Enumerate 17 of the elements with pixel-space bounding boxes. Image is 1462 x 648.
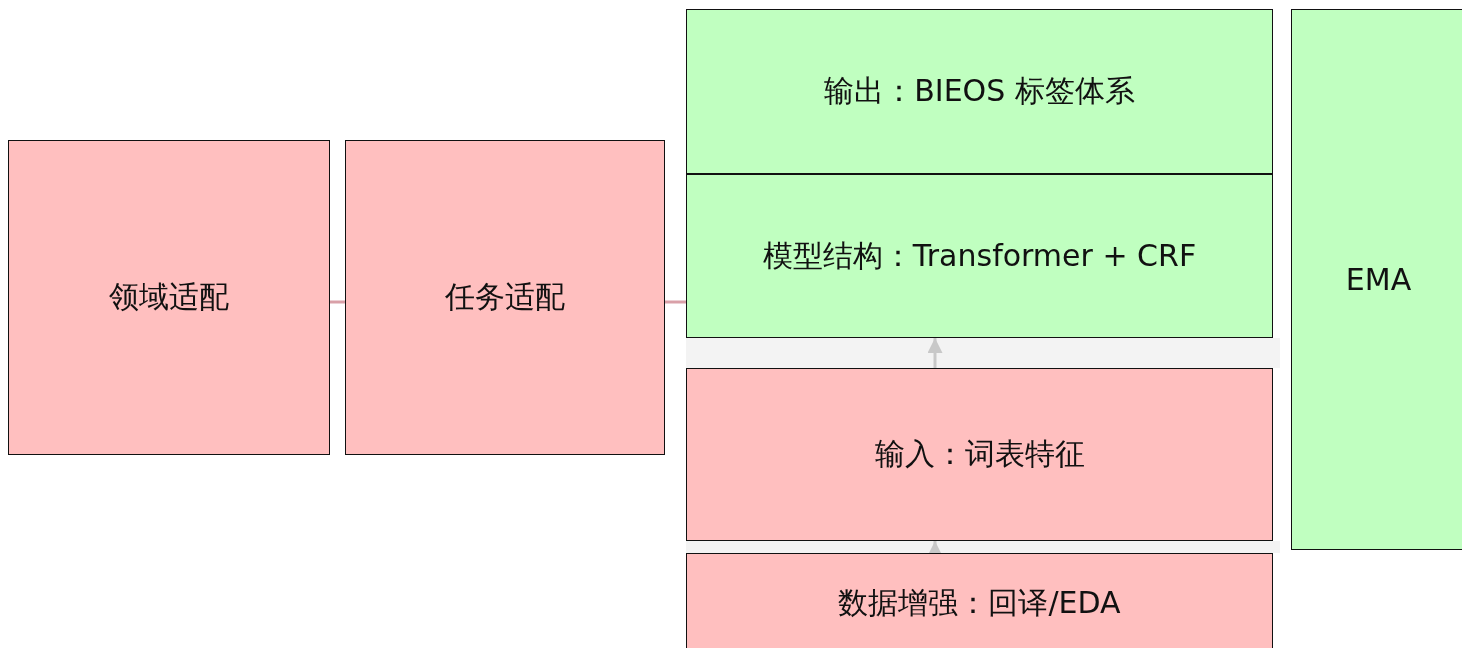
process-box [686,553,1273,648]
box-label: EMA [1345,262,1412,297]
box-label: 任务适配 [445,278,565,316]
process-box [8,140,330,455]
connector-line [665,300,686,304]
box-label: 数据增强：回译/EDA [838,583,1121,622]
box-label: 领域适配 [109,278,229,316]
process-box [1291,9,1462,550]
box-label: 输出：BIEOS 标签体系 [824,72,1135,110]
box-label: 输入：词表特征 [874,435,1085,473]
box-label: 模型结构：Transformer + CRF [762,236,1197,275]
process-box [686,174,1273,338]
arrow [927,338,943,368]
process-box [686,9,1273,174]
connector-line [330,300,345,304]
process-box [345,140,665,455]
process-box [686,368,1273,541]
